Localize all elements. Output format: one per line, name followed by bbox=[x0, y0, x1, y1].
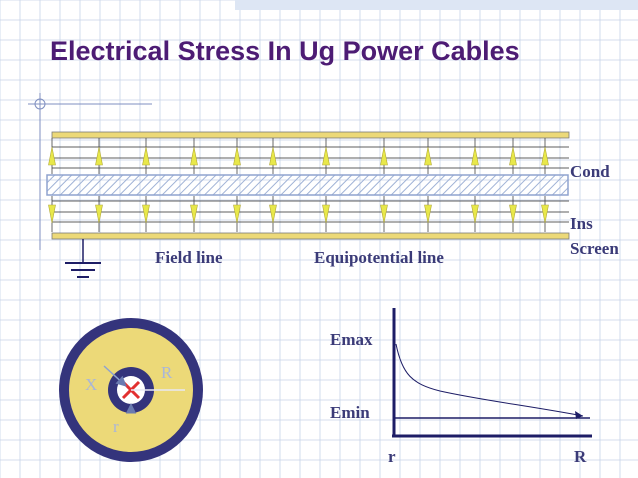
field-line-arrow bbox=[471, 196, 479, 232]
screen-bottom bbox=[51, 232, 570, 240]
inner-radius-arrow bbox=[103, 365, 127, 387]
x-label: X bbox=[85, 375, 98, 394]
equipotential-line-label: Equipotential line bbox=[314, 248, 444, 267]
field-line-arrow bbox=[424, 138, 432, 174]
field-line-arrow bbox=[509, 138, 517, 174]
field-line-arrow bbox=[142, 138, 150, 174]
field-line-arrow bbox=[233, 196, 241, 232]
graph-x-end-label: R bbox=[574, 447, 587, 466]
field-line-arrow bbox=[424, 196, 432, 232]
field-line-arrow bbox=[95, 196, 103, 232]
field-line-arrow bbox=[142, 196, 150, 232]
stress-curve-arrowhead bbox=[575, 411, 583, 419]
cable-longitudinal-section bbox=[46, 131, 570, 278]
ground-symbol bbox=[65, 239, 101, 278]
field-line-arrow bbox=[190, 138, 198, 174]
conductor bbox=[46, 174, 569, 196]
emax-label: Emax bbox=[330, 330, 373, 349]
field-line-arrow bbox=[48, 196, 56, 232]
field-line-arrow bbox=[509, 196, 517, 232]
field-lines bbox=[48, 138, 549, 232]
field-line-arrow bbox=[48, 138, 56, 174]
field-line-arrow bbox=[541, 196, 549, 232]
cable-cross-section bbox=[59, 318, 203, 462]
equipotential-lines bbox=[52, 146, 569, 223]
screen-label: Screen bbox=[570, 239, 619, 258]
field-line-arrow bbox=[322, 196, 330, 232]
field-line-arrow bbox=[471, 138, 479, 174]
stress-curve bbox=[395, 343, 584, 417]
field-line-arrow bbox=[380, 196, 388, 232]
reference-mark bbox=[28, 93, 152, 250]
graph-x-start-label: r bbox=[388, 447, 396, 466]
field-line-arrow bbox=[233, 138, 241, 174]
inner-radius-label: r bbox=[113, 417, 119, 436]
field-line-arrow bbox=[541, 138, 549, 174]
field-line-arrow bbox=[269, 196, 277, 232]
screen-top bbox=[51, 131, 570, 139]
cond-label: Cond bbox=[570, 162, 610, 181]
field-line-arrow bbox=[380, 138, 388, 174]
field-line-arrow bbox=[322, 138, 330, 174]
field-line-arrow bbox=[269, 138, 277, 174]
ins-label: Ins bbox=[570, 214, 593, 233]
field-line-arrow bbox=[95, 138, 103, 174]
field-line-label: Field line bbox=[155, 248, 223, 267]
stress-graph bbox=[392, 308, 592, 438]
outer-radius-label: R bbox=[161, 363, 173, 382]
page-title: Electrical Stress In Ug Power Cables bbox=[50, 36, 520, 66]
field-line-arrow bbox=[190, 196, 198, 232]
header-band bbox=[235, 0, 638, 10]
emin-label: Emin bbox=[330, 403, 370, 422]
